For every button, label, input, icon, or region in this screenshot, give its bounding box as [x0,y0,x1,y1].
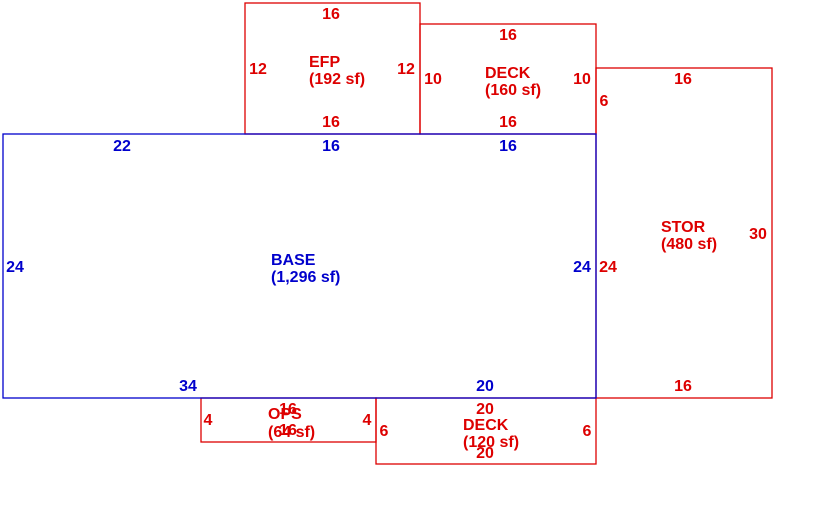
efp-dim-bottom: 16 [322,114,340,131]
deck-bottom-dim-right: 6 [583,423,592,440]
ops-dim-left: 4 [204,412,213,429]
stor-dim-top: 16 [674,71,692,88]
deck-top-area: 16 10 10 16 DECK (160 sf) [424,27,591,131]
ops-area: 16 4 4 OPS 16 (64 sf) [204,401,372,441]
ops-dim-top: 16 [279,401,297,418]
efp-area-sf: (192 sf) [309,71,365,88]
deck-bottom-area: 20 6 6 DECK (120 sf) 20 [380,401,592,462]
base-dim-left: 24 [6,259,24,276]
base-dim-bottom-left: 34 [179,378,197,395]
deck-bottom-dim-top: 20 [476,401,494,418]
deck-top-code: DECK [485,65,531,82]
base-code: BASE [271,252,316,269]
deck-top-dim-left: 10 [424,71,442,88]
base-dim-top-right: 16 [499,138,517,155]
stor-dim-bottom: 16 [674,378,692,395]
efp-area: 16 12 12 16 EFP (192 sf) [249,6,415,131]
deck-bottom-code: DECK [463,417,509,434]
stor-code: STOR [661,219,706,236]
deck-bottom-dim-bottom: 20 [476,445,494,462]
deck-bottom-dim-left: 6 [380,423,389,440]
ops-dim-right: 4 [363,412,372,429]
base-dim-top-left: 22 [113,138,131,155]
stor-area-sf: (480 sf) [661,236,717,253]
base-dim-top-mid: 16 [322,138,340,155]
efp-dim-right: 12 [397,61,415,78]
ops-code: OPS [268,406,302,423]
deck-top-dim-top: 16 [499,27,517,44]
ops-area-sf: (64 sf) [268,424,315,441]
base-dim-bottom-right: 20 [476,378,494,395]
stor-dim-left-upper: 6 [600,93,609,110]
base-area-sf: (1,296 sf) [271,269,340,286]
base-outline [2,133,597,399]
deck-top-area-sf: (160 sf) [485,82,541,99]
efp-code: EFP [309,54,340,71]
stor-dim-right: 30 [749,226,767,243]
ops-dim-bottom: 16 [279,422,297,439]
base-area: 22 16 16 24 24 34 20 BASE (1,296 sf) [6,138,591,395]
deck-bottom-area-sf: (120 sf) [463,434,519,451]
stor-dim-left-lower: 24 [599,259,617,276]
stor-area: 16 6 30 24 16 STOR (480 sf) [599,71,767,395]
deck-top-dim-bottom: 16 [499,114,517,131]
efp-dim-top: 16 [322,6,340,23]
base-dim-right: 24 [573,259,591,276]
deck-top-dim-right: 10 [573,71,591,88]
efp-dim-left: 12 [249,61,267,78]
